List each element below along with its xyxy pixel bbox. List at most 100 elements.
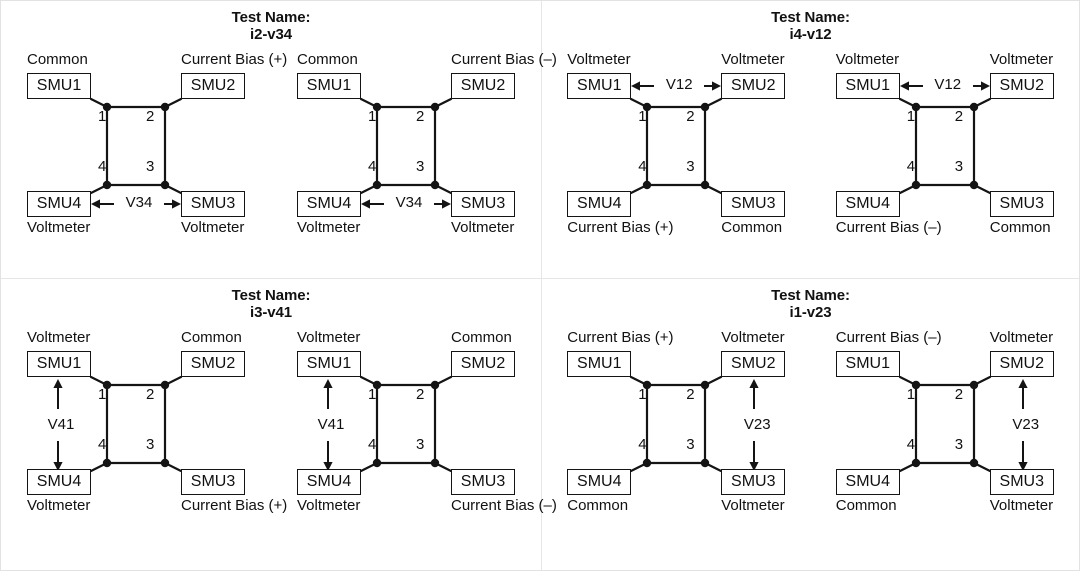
node-number-2: 2 <box>954 108 964 125</box>
smu-box-2: SMU2 <box>721 73 786 99</box>
node-number-4: 4 <box>98 158 107 175</box>
node-number-3: 3 <box>686 436 695 453</box>
node-number-4: 4 <box>368 158 377 175</box>
smu-box-1: SMU1 <box>297 73 361 99</box>
node-number-3: 3 <box>146 158 155 175</box>
measurement-label: V34 <box>384 195 434 211</box>
test-name-title: Test Name:i2-v34 <box>1 9 541 43</box>
node-number-2: 2 <box>954 386 964 403</box>
smu-box-2: SMU2 <box>451 351 515 377</box>
circuit-wires <box>89 375 183 473</box>
smu-box-1: SMU1 <box>567 351 632 377</box>
node-number-4: 4 <box>638 158 647 175</box>
measurement-arrow-vertical <box>323 379 333 471</box>
node-number-1: 1 <box>98 108 107 125</box>
terminal-label-bottom-right: Current Bias (–) <box>451 497 557 514</box>
terminal-label-bottom-left: Current Bias (+) <box>567 219 674 236</box>
measurement-label: V12 <box>654 77 705 93</box>
smu-box-4: SMU4 <box>297 469 361 495</box>
test-name-prefix: Test Name: <box>231 9 311 26</box>
terminal-label-bottom-left: Voltmeter <box>27 219 91 236</box>
node-number-1: 1 <box>368 108 377 125</box>
smu-box-3: SMU3 <box>181 469 245 495</box>
terminal-label-bottom-left: Voltmeter <box>27 497 91 514</box>
terminal-label-top-left: Voltmeter <box>297 329 361 346</box>
node-number-2: 2 <box>686 386 695 403</box>
smu-box-3: SMU3 <box>721 191 786 217</box>
terminal-label-bottom-left: Voltmeter <box>297 497 361 514</box>
node-number-2: 2 <box>146 108 155 125</box>
terminal-label-bottom-right: Voltmeter <box>989 497 1054 514</box>
measurement-label: V12 <box>922 77 973 93</box>
smu-box-1: SMU1 <box>835 351 900 377</box>
node-number-4: 4 <box>368 436 377 453</box>
terminal-label-top-right: Voltmeter <box>721 329 785 346</box>
terminal-label-bottom-right: Voltmeter <box>721 497 785 514</box>
node-number-3: 3 <box>954 158 964 175</box>
node-number-3: 3 <box>686 158 695 175</box>
test-name-prefix: Test Name: <box>771 287 850 304</box>
terminal-label-top-right: Current Bias (+) <box>181 51 288 68</box>
measurement-arrow-vertical <box>53 379 63 471</box>
measurement-label: V23 <box>731 417 784 433</box>
test-name-prefix: Test Name: <box>231 287 311 304</box>
test-name-prefix: Test Name: <box>771 9 850 26</box>
smu-box-2: SMU2 <box>451 73 515 99</box>
node-number-2: 2 <box>686 108 695 125</box>
smu-box-3: SMU3 <box>181 191 245 217</box>
circuit-wires <box>359 375 453 473</box>
terminal-label-bottom-right: Current Bias (+) <box>181 497 288 514</box>
measurement-arrow-vertical <box>1018 379 1028 471</box>
smu-box-1: SMU1 <box>567 73 632 99</box>
node-number-3: 3 <box>954 436 964 453</box>
terminal-label-top-left: Common <box>297 51 358 68</box>
node-number-4: 4 <box>638 436 647 453</box>
test-name-value: i2-v34 <box>250 26 292 43</box>
terminal-label-top-right: Common <box>181 329 242 346</box>
smu-box-3: SMU3 <box>989 191 1054 217</box>
smu-box-4: SMU4 <box>27 191 91 217</box>
terminal-label-top-left: Current Bias (–) <box>835 329 942 346</box>
test-name-title: Test Name:i1-v23 <box>542 287 1079 321</box>
smu-box-4: SMU4 <box>297 191 361 217</box>
node-number-1: 1 <box>638 386 647 403</box>
measurement-label: V34 <box>114 195 164 211</box>
node-number-4: 4 <box>98 436 107 453</box>
node-number-3: 3 <box>416 436 425 453</box>
terminal-label-top-left: Common <box>27 51 88 68</box>
measurement-label: V41 <box>35 417 87 433</box>
node-number-4: 4 <box>906 158 916 175</box>
node-number-3: 3 <box>146 436 155 453</box>
smu-box-3: SMU3 <box>451 191 515 217</box>
terminal-label-top-right: Voltmeter <box>989 329 1054 346</box>
smu-box-3: SMU3 <box>451 469 515 495</box>
test-name-value: i4-v12 <box>789 26 832 43</box>
terminal-label-top-right: Common <box>451 329 512 346</box>
test-name-title: Test Name:i3-v41 <box>1 287 541 321</box>
node-number-2: 2 <box>416 108 425 125</box>
smu-box-1: SMU1 <box>27 73 91 99</box>
circuit-wires <box>630 375 723 473</box>
smu-box-2: SMU2 <box>989 73 1054 99</box>
terminal-label-bottom-left: Common <box>835 497 897 514</box>
circuit-wires <box>898 97 991 195</box>
smu-box-2: SMU2 <box>181 73 245 99</box>
circuit-wires <box>898 375 991 473</box>
measurement-arrow-vertical <box>749 379 759 471</box>
smu-box-1: SMU1 <box>835 73 900 99</box>
terminal-label-top-right: Current Bias (–) <box>451 51 557 68</box>
test-name-value: i3-v41 <box>250 304 292 321</box>
